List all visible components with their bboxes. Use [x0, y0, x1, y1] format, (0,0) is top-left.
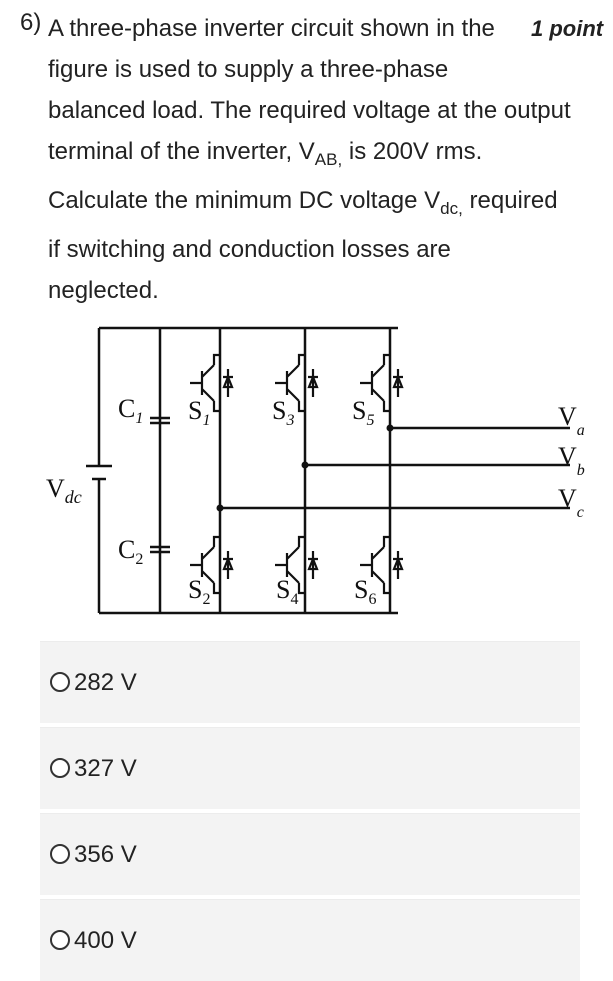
option-282v[interactable]: 282 V [40, 641, 580, 723]
radio-icon[interactable] [50, 758, 70, 778]
c2-label: C2 [118, 535, 143, 568]
line4-pre: terminal of the inverter, V [48, 138, 315, 165]
vdc-label: Vdc [46, 474, 82, 507]
switch-s6 [360, 535, 404, 595]
question-text: A three-phase inverter circuit shown in … [48, 8, 608, 311]
radio-icon[interactable] [50, 930, 70, 950]
vb-label: Vb [558, 442, 585, 479]
question-line-2: figure is used to supply a three-phase [48, 56, 449, 83]
radio-icon[interactable] [50, 844, 70, 864]
va-label: Va [558, 402, 585, 439]
question-line-4: terminal of the inverter, VAB, is 200V r… [48, 131, 608, 180]
option-400v[interactable]: 400 V [40, 899, 580, 981]
vc-label: Vc [558, 484, 584, 521]
line4-post: is 200V rms. [342, 138, 483, 165]
option-label: 400 V [74, 927, 137, 954]
question-line-5: Calculate the minimum DC voltage Vdc, re… [48, 180, 608, 229]
s4-label: S4 [276, 575, 298, 608]
option-label: 356 V [74, 841, 137, 868]
switch-s1 [190, 353, 234, 413]
line5-sub: dc, [440, 199, 463, 218]
radio-icon[interactable] [50, 672, 70, 692]
points-label: 1 point [531, 16, 604, 41]
switch-s5 [360, 353, 404, 413]
option-356v[interactable]: 356 V [40, 813, 580, 895]
option-label: 327 V [74, 755, 137, 782]
question-number: 6) [20, 9, 42, 36]
switch-s3 [275, 353, 319, 413]
s5-label: S5 [352, 396, 374, 429]
s1-label: S1 [188, 396, 210, 429]
line5-post: required [462, 187, 558, 214]
c1-label: C1 [118, 394, 143, 427]
s2-label: S2 [188, 575, 210, 608]
switch-s2 [190, 535, 234, 595]
s3-label: S3 [272, 396, 294, 429]
question-line-1: A three-phase inverter circuit shown in … [48, 15, 495, 42]
option-327v[interactable]: 327 V [40, 727, 580, 809]
line4-sub: AB, [314, 150, 343, 169]
circuit-diagram: Vdc C1 C2 S1 S3 S5 S2 S4 S6 Va Vb Vc [46, 326, 585, 615]
option-label: 282 V [74, 669, 137, 696]
inverter-circuit-figure: Vdc C1 C2 S1 S3 S5 S2 S4 S6 Va Vb Vc [40, 315, 600, 625]
switch-s4 [275, 535, 319, 595]
junction-dots [216, 424, 394, 512]
s6-label: S6 [354, 575, 376, 608]
line5-pre: Calculate the minimum DC voltage V [48, 187, 441, 214]
question-line-3: balanced load. The required voltage at t… [48, 97, 571, 124]
circuit-wires [86, 326, 570, 615]
switch-symbols [190, 353, 404, 595]
question-line-6: if switching and conduction losses are [48, 236, 451, 263]
question-line-7: neglected. [48, 277, 159, 304]
